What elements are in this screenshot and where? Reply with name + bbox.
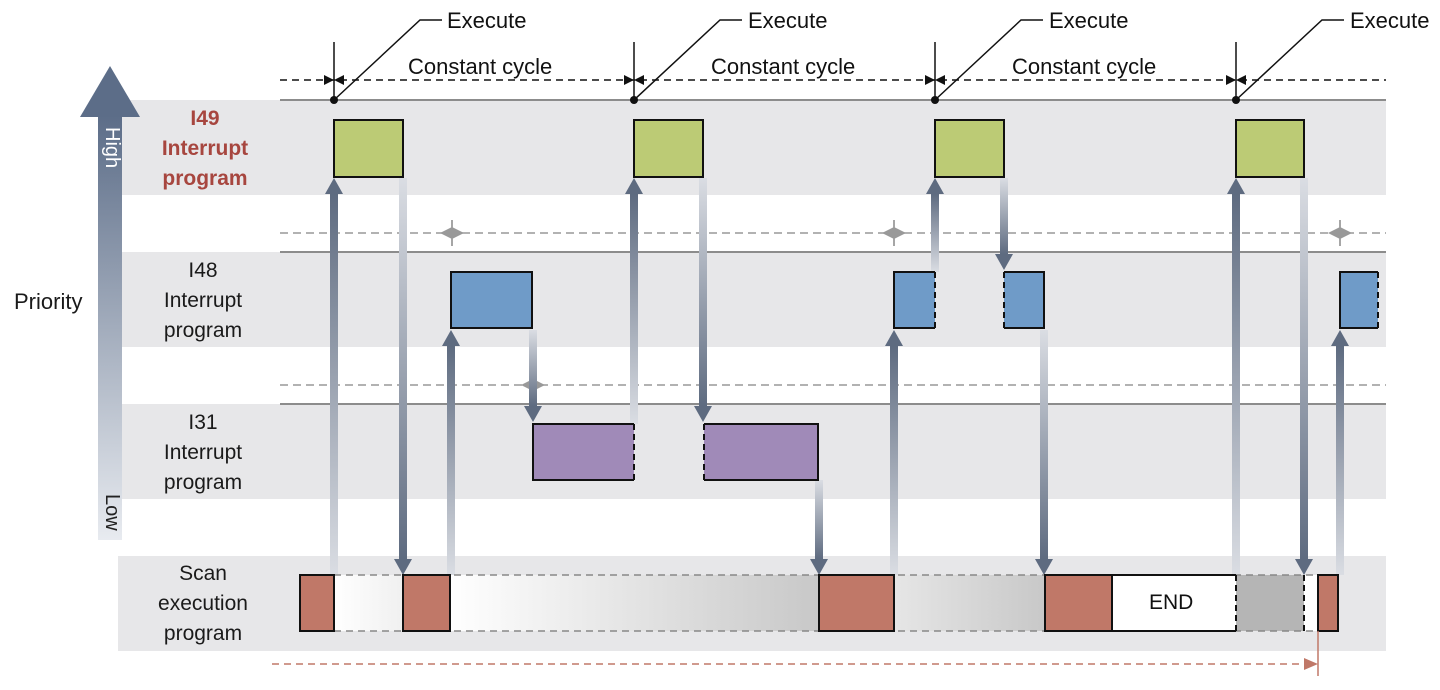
arrow-up	[1331, 330, 1349, 575]
row-label-i48: I48 Interrupt program	[163, 259, 243, 342]
scan-bar	[299, 574, 1339, 632]
execute-label: Execute	[748, 8, 828, 33]
transition-arrows	[325, 178, 1349, 575]
i48-block	[893, 271, 936, 329]
arrow-up	[442, 330, 460, 575]
i49-block	[633, 119, 704, 178]
i48-block	[1339, 271, 1379, 329]
constant-cycle-label: Constant cycle	[402, 55, 559, 79]
scan-end-label: END	[1149, 591, 1194, 614]
scan-block	[1317, 574, 1339, 632]
scan-block	[818, 574, 895, 632]
i31-block	[703, 423, 819, 481]
priority-low-label: Low	[101, 494, 123, 531]
execute-label: Execute	[1049, 8, 1129, 33]
cycle-arrowhead	[324, 75, 344, 85]
band-i49	[118, 100, 1386, 195]
arrow-down	[1035, 330, 1053, 575]
arrow-down	[995, 178, 1013, 270]
arrow-up	[325, 178, 343, 575]
execute-marker	[330, 19, 442, 104]
cycle-arrowhead	[624, 75, 644, 85]
arrow-up	[885, 330, 903, 575]
priority-label: Priority	[14, 289, 83, 314]
execute-label: Execute	[447, 8, 527, 33]
i49-blocks	[333, 119, 1305, 178]
i31-block	[532, 423, 635, 481]
arrow-down	[524, 330, 542, 422]
arrow-up	[1227, 178, 1245, 575]
arrow-down	[694, 178, 712, 422]
execute-marker	[931, 19, 1043, 104]
execute-label: Execute	[1350, 8, 1430, 33]
arrow-up	[926, 178, 944, 272]
execute-marker	[1232, 19, 1344, 104]
cycle-arrowhead	[1226, 75, 1246, 85]
arrow-up	[625, 178, 643, 424]
arrow-down	[1295, 178, 1313, 575]
constant-cycle-label: Constant cycle	[705, 55, 862, 79]
scan-time-arrow	[272, 631, 1319, 676]
priority-arrow	[80, 66, 140, 540]
band-i48	[118, 252, 1386, 347]
row-label-i31: I31 Interrupt program	[163, 411, 243, 494]
scan-block	[299, 574, 335, 632]
row-label-i49: I49 Interrupt program	[161, 107, 249, 190]
cycle-arrowhead	[925, 75, 945, 85]
scan-block	[1044, 574, 1113, 632]
i49-block	[1235, 119, 1305, 178]
i48-blocks	[450, 271, 1379, 329]
arrow-down	[394, 178, 412, 575]
execute-markers	[330, 19, 1344, 104]
i49-block	[333, 119, 404, 178]
arrow-down	[810, 480, 828, 575]
scan-block	[402, 574, 451, 632]
i48-block	[450, 271, 533, 329]
priority-high-label: High	[101, 127, 123, 169]
i48-block	[1003, 271, 1045, 329]
cycle-arrowheads	[324, 75, 1246, 85]
i31-blocks	[532, 423, 819, 481]
constant-cycle-label: Constant cycle	[1006, 55, 1163, 79]
row-label-scan: Scan execution program	[158, 562, 248, 645]
execute-marker	[630, 19, 742, 104]
i49-block	[934, 119, 1005, 178]
